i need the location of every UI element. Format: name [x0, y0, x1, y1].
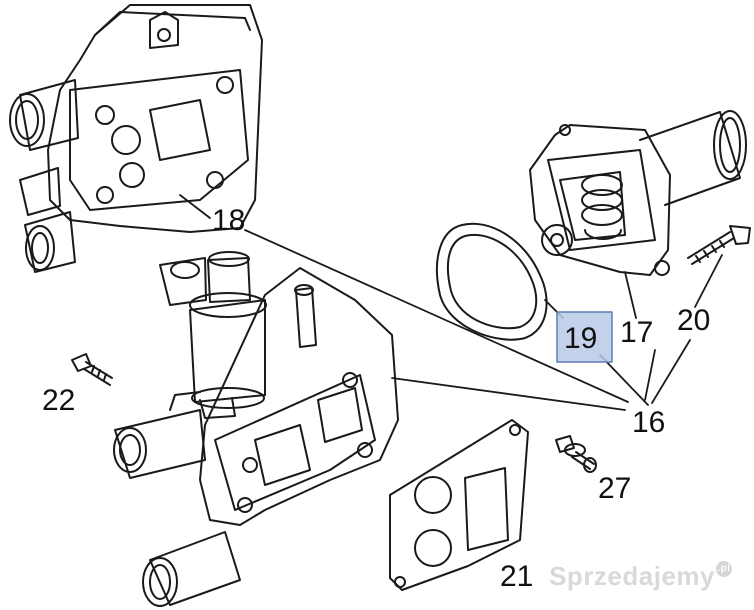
leader-18-16: [244, 229, 629, 403]
callout-16: 16: [632, 406, 665, 439]
leader-bolt-20: [694, 254, 723, 308]
lower-housing-part: [113, 251, 399, 607]
callout-19: 19: [564, 322, 597, 355]
callout-22: 22: [42, 384, 75, 417]
short-bolt-22-part: [71, 353, 113, 386]
highlight-box-19: [556, 311, 613, 363]
watermark: Sprzedajemy.pl: [549, 561, 732, 592]
leader-20-16: [651, 339, 691, 404]
leader-17-16: [644, 349, 656, 401]
watermark-text: Sprzedajemy: [549, 561, 715, 591]
callout-18: 18: [212, 204, 245, 237]
long-bolt-part: [687, 225, 751, 265]
callout-20: 20: [677, 304, 710, 337]
leader-19-16: [599, 354, 649, 406]
callout-17: 17: [620, 316, 653, 349]
upper-housing-part: [9, 4, 263, 273]
callout-21: 21: [500, 560, 533, 593]
oval-gasket-part: [436, 222, 548, 341]
leader-lines: [179, 194, 723, 411]
leader-housing-18: [179, 194, 211, 219]
flat-gasket-part: [389, 419, 529, 591]
callout-labels: 18 19 17 20 16 22 27 21: [42, 204, 710, 593]
leader-housing-16: [391, 377, 626, 411]
callout-27: 27: [598, 472, 631, 505]
watermark-suffix: .pl: [716, 561, 732, 577]
flange-bolt-27-part: [555, 435, 597, 473]
leader-thermostat-17: [624, 271, 637, 319]
thermostat-part: [529, 110, 747, 276]
